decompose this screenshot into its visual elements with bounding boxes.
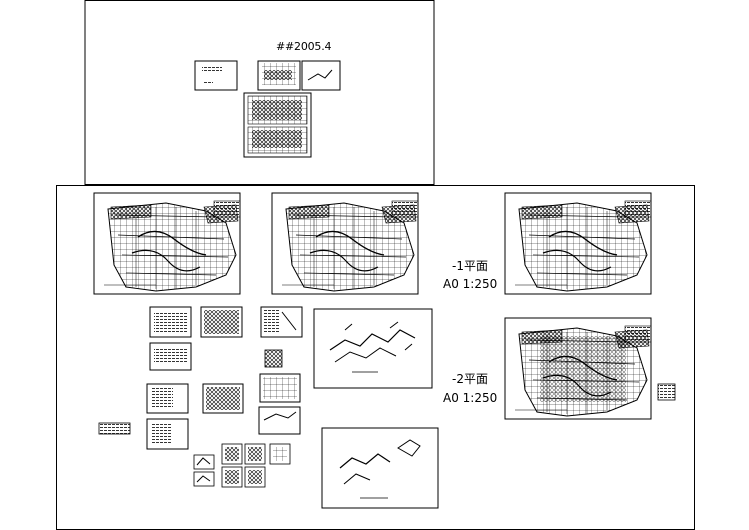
level-minus2-label: -2平面	[452, 372, 488, 386]
legend-block	[657, 383, 676, 401]
iso-sheet-1	[313, 308, 433, 389]
drawing-title: ##2005.4	[276, 40, 332, 53]
plan-minus1-c	[504, 192, 652, 295]
plan-minus1-a	[93, 192, 241, 295]
iso-sheet-2	[321, 427, 439, 509]
detail-sheets	[193, 443, 291, 488]
top-sheet	[84, 0, 435, 185]
plan-minus2	[504, 317, 652, 420]
level-minus1-label: -1平面	[452, 259, 488, 273]
notes-sheets	[98, 306, 303, 450]
plan-minus1-b	[271, 192, 419, 295]
top-thumbnails	[194, 60, 341, 158]
level-minus1-scale: A0 1:250	[443, 277, 498, 291]
level-minus2-scale: A0 1:250	[443, 391, 498, 405]
